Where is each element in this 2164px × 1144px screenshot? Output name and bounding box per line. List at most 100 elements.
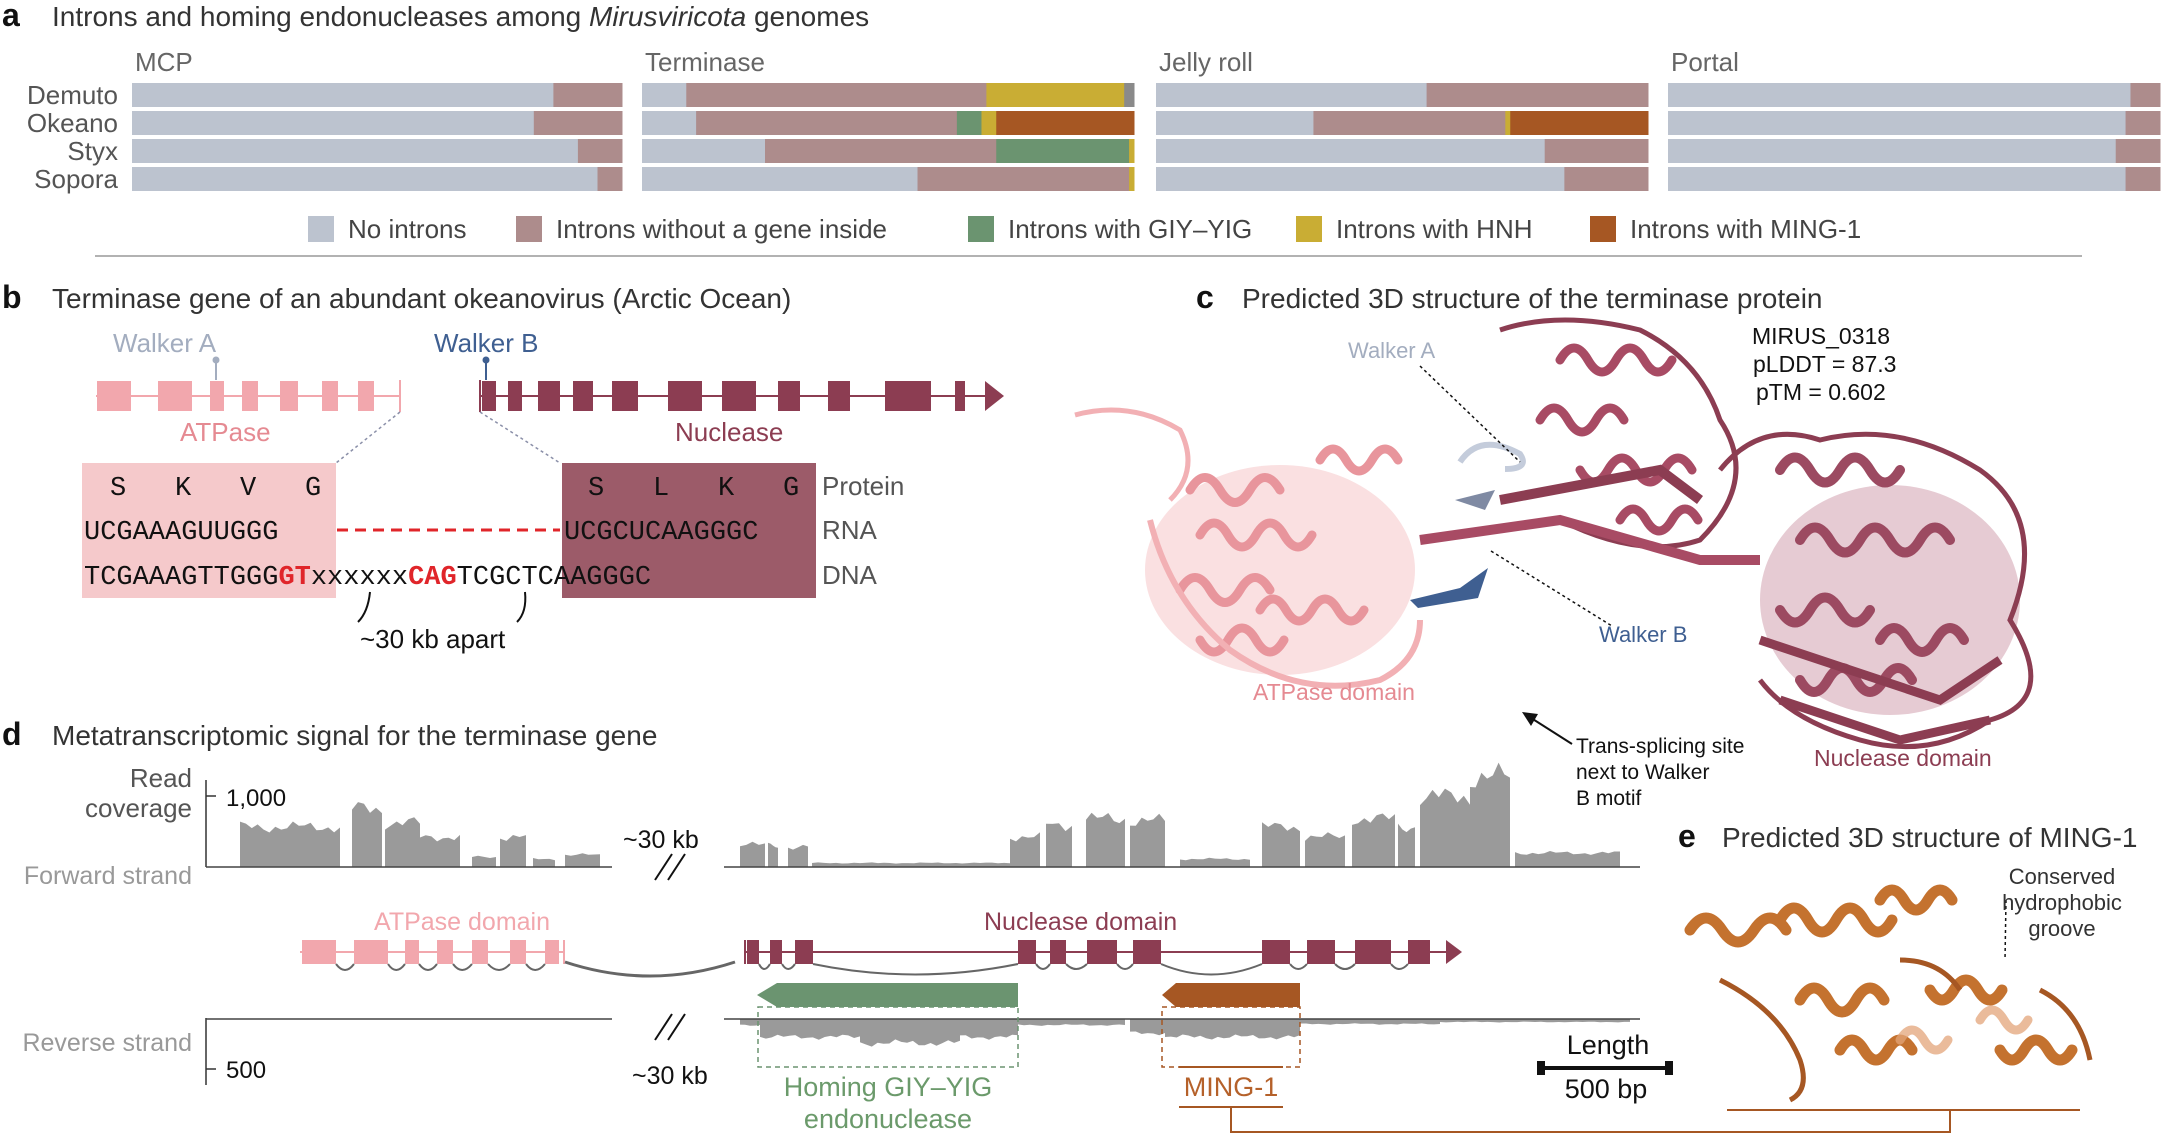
- intron-track-segment: [553, 83, 623, 107]
- row-rna-label: RNA: [822, 515, 878, 545]
- intron-track-segment: [1426, 83, 1649, 107]
- scale-bar-cap-right: [1665, 1061, 1673, 1075]
- groove-label-line3: groove: [2028, 916, 2095, 941]
- intron-track-segment: [2125, 111, 2161, 135]
- model-id: MIRUS_0318: [1752, 323, 1890, 349]
- nuclease-seq-box: [562, 463, 816, 598]
- scale-length-label: Length: [1567, 1030, 1650, 1060]
- protein-residue: S: [110, 474, 126, 504]
- legend-label: Introns with MING-1: [1630, 214, 1861, 244]
- legend-label: Introns without a gene inside: [556, 214, 887, 244]
- intron-track-segment: [1129, 167, 1135, 191]
- intron-track-segment: [1505, 111, 1511, 135]
- splice-arrow-head: [1522, 712, 1538, 726]
- legend-swatch: [308, 216, 334, 242]
- ming1-label: MING-1: [1184, 1072, 1279, 1102]
- groove-label-line1: Conserved: [2009, 864, 2115, 889]
- panel-e-letter: e: [1678, 818, 1696, 854]
- intron-track-segment: [1668, 83, 2131, 107]
- gene-header: MCP: [135, 47, 193, 77]
- forward-strand-label: Forward strand: [24, 862, 192, 890]
- c-nuclease-domain-label: Nuclease domain: [1814, 745, 1992, 771]
- rna-right-seq: UCGCUCAAGGGC: [564, 518, 758, 548]
- intron-track-segment: [642, 139, 766, 163]
- intron-track-segment: [2125, 167, 2161, 191]
- intron-track-segment: [132, 83, 554, 107]
- groove-pointer: [2004, 899, 2007, 961]
- intron-track-segment: [686, 83, 987, 107]
- protein-residue: G: [305, 474, 321, 504]
- intron-track-segment: [132, 167, 598, 191]
- protein-residue: L: [653, 474, 669, 504]
- atpase-label: ATPase: [180, 417, 271, 447]
- intron-track-segment: [1156, 83, 1428, 107]
- intron-track-segment: [1156, 167, 1565, 191]
- panel-a-letter: a: [2, 0, 20, 33]
- scale-value-label: 500 bp: [1565, 1074, 1648, 1104]
- splice-note-line1: Trans-splicing site: [1576, 735, 1744, 758]
- c-walker-b-pointer: [1490, 550, 1613, 627]
- intron-track-segment: [917, 167, 1130, 191]
- panel-a: a Introns and homing endonucleases among…: [2, 0, 2161, 257]
- intron-track-segment: [577, 139, 623, 163]
- panel-d-letter: d: [2, 716, 22, 752]
- intron-track-segment: [1668, 139, 2117, 163]
- nuclease-label: Nuclease: [675, 417, 783, 447]
- groove-label-line2: hydrophobic: [2002, 890, 2122, 915]
- intron-track-segment: [642, 111, 697, 135]
- ming1-connector: [1230, 1107, 1951, 1133]
- protein-residue: S: [588, 474, 604, 504]
- walker-a-label: Walker A: [113, 328, 217, 358]
- row-protein-label: Protein: [822, 471, 904, 501]
- c-walker-a-pointer: [1419, 365, 1521, 463]
- gene-header: Jelly roll: [1159, 47, 1253, 77]
- panel-c-letter: c: [1196, 279, 1214, 315]
- zoom-guide-right: [479, 411, 561, 464]
- legend-label: Introns with HNH: [1336, 214, 1533, 244]
- legend-label: Introns with GIY–YIG: [1008, 214, 1252, 244]
- walker-b-dot: [482, 356, 490, 364]
- d-nuclease-domain-label: Nuclease domain: [984, 908, 1177, 936]
- intron-track-segment: [1156, 111, 1314, 135]
- d-nuclease-gene: [744, 940, 1462, 976]
- intron-track-segment: [597, 167, 623, 191]
- intron-track-segment: [132, 111, 535, 135]
- giy-yig-gene-arrow: [757, 983, 1018, 1007]
- intron-track-segment: [1156, 139, 1546, 163]
- c-atpase-domain-label: ATPase domain: [1253, 679, 1415, 705]
- panel-d: d Metatranscriptomic signal for the term…: [2, 716, 2080, 1134]
- gap-break-top-1: [654, 853, 673, 881]
- panel-c-title: Predicted 3D structure of the terminase …: [1242, 283, 1823, 314]
- intron-track-segment: [1510, 111, 1649, 135]
- apart-bracket-left: [357, 591, 371, 623]
- c-walker-b-label: Walker B: [1599, 622, 1687, 647]
- legend-swatch: [516, 216, 542, 242]
- intron-track-segment: [996, 111, 1135, 135]
- atpase-seq-box: [82, 463, 336, 598]
- reverse-strand-label: Reverse strand: [22, 1029, 192, 1057]
- intron-track-segment: [642, 83, 687, 107]
- gap-label-top: ~30 kb: [623, 826, 699, 854]
- legend-swatch: [1296, 216, 1322, 242]
- splice-arrow-line: [1527, 715, 1573, 745]
- legend-swatch: [968, 216, 994, 242]
- intron-track-segment: [533, 111, 623, 135]
- tick-500-label: 500: [226, 1057, 266, 1084]
- genome-label: Demuto: [27, 80, 118, 110]
- atpase-gene-model: [96, 380, 401, 412]
- gap-break-bottom-1: [654, 1013, 673, 1041]
- ptm-score: pTM = 0.602: [1756, 379, 1886, 405]
- forward-coverage-track: [240, 762, 1620, 867]
- row-dna-label: DNA: [822, 560, 878, 590]
- giy-yig-label-line1: Homing GIY–YIG: [784, 1072, 993, 1102]
- reverse-coverage-track: [740, 1019, 1630, 1047]
- genome-label: Okeano: [27, 108, 118, 138]
- panel-e: e Predicted 3D structure of MING-1 Conse…: [1678, 818, 2137, 1103]
- giy-yig-label-line2: endonuclease: [804, 1104, 972, 1134]
- protein-residue: G: [783, 474, 799, 504]
- intron-track-segment: [1124, 83, 1135, 107]
- scale-bar-cap-left: [1537, 1061, 1545, 1075]
- walker-b-label: Walker B: [434, 328, 539, 358]
- nuclease-gene-model: [479, 380, 1004, 412]
- tick-1000-label: 1,000: [226, 785, 286, 812]
